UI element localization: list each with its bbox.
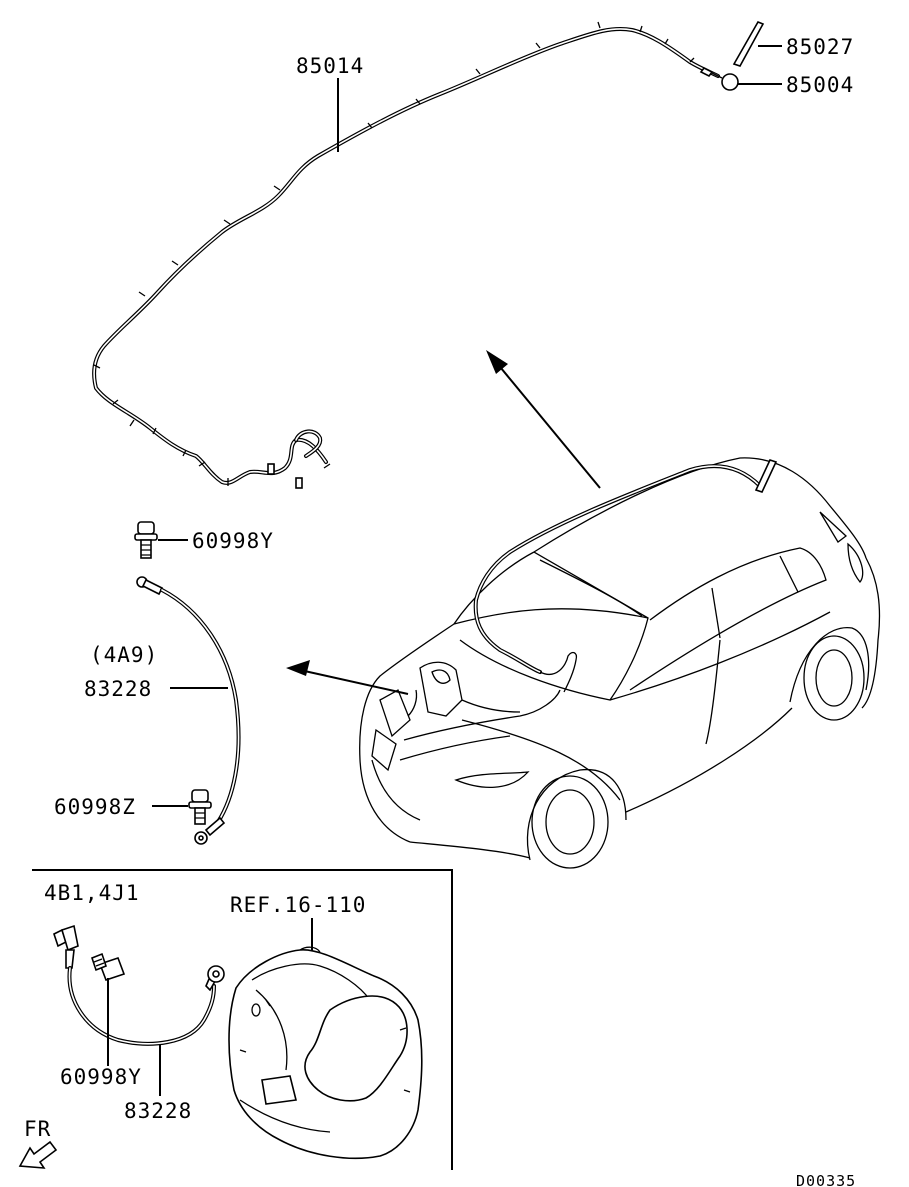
ground-cable-4a9 — [136, 576, 241, 845]
direction-arrow-roof — [486, 350, 601, 489]
vehicle-harness — [473, 459, 778, 693]
label-4a9: (4A9) — [90, 643, 158, 667]
label-variant: 4B1,4J1 — [44, 881, 140, 905]
label-fr: FR — [24, 1117, 51, 1141]
label-60998z: 60998Z — [54, 795, 136, 819]
antenna-rod — [732, 20, 765, 67]
label-ref: REF.16-110 — [230, 893, 366, 917]
label-60998y-bottom: 60998Y — [60, 1065, 142, 1089]
label-60998y-top: 60998Y — [192, 529, 274, 553]
bolt-60998z — [188, 789, 212, 825]
diagram-code: D00335 — [796, 1172, 856, 1187]
roof-antenna-harness — [92, 21, 720, 489]
transmission-assembly — [228, 946, 423, 1160]
engine-bay — [371, 661, 561, 772]
variant-inset-frame — [32, 869, 453, 1170]
label-85027: 85027 — [786, 35, 854, 59]
antenna-base — [699, 66, 739, 91]
ground-cable-variant — [53, 924, 225, 1046]
label-83228-bottom: 83228 — [124, 1099, 192, 1123]
vehicle-body — [359, 457, 881, 869]
front-direction-arrow — [18, 1140, 58, 1169]
bolt-60998y-top — [134, 521, 158, 559]
direction-arrow-engine — [286, 660, 409, 695]
label-83228-mid: 83228 — [84, 677, 152, 701]
label-85014: 85014 — [296, 54, 364, 78]
label-85004: 85004 — [786, 73, 854, 97]
bolt-60998y-bottom — [91, 952, 126, 982]
